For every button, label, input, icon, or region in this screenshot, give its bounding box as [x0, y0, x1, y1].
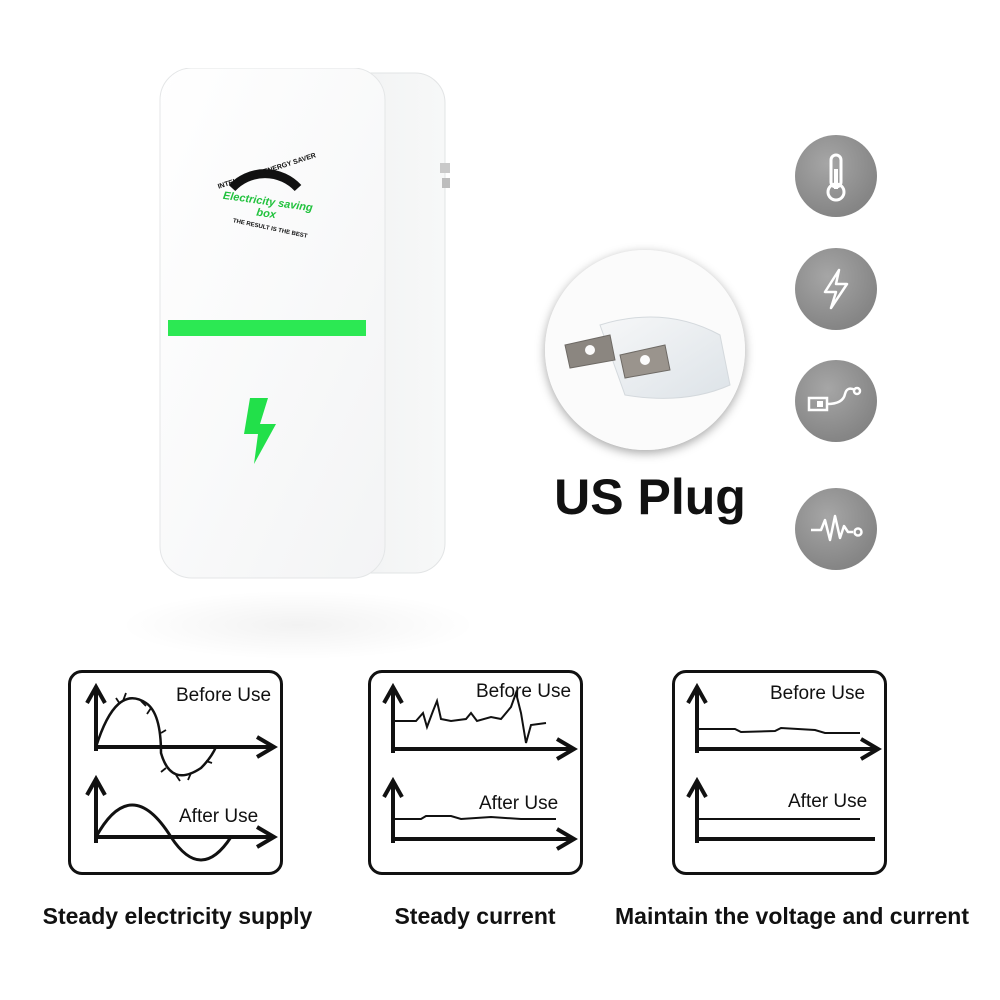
lightning-bolt-logo — [244, 398, 276, 464]
thermometer-icon — [826, 153, 846, 202]
panel-maintain-voltage: Before Use After Use — [672, 670, 887, 875]
usb-cable-icon — [807, 386, 862, 412]
usb-cable-feature — [795, 360, 877, 442]
before-label: Before Use — [476, 681, 572, 702]
panel-steady-supply: Before Use After Use — [68, 670, 283, 875]
after-label: After Use — [179, 806, 259, 827]
plug-label: US Plug — [554, 469, 746, 525]
panel-steady-current: Before Use After Use — [368, 670, 583, 875]
energy-saver-device: INTELLIGENT ENERGY SAVER Electricity sav… — [150, 67, 456, 588]
waveform-feature — [795, 488, 877, 570]
caption-steady-supply: Steady electricity supply — [42, 903, 313, 929]
caption-maintain-voltage: Maintain the voltage and current — [615, 903, 969, 929]
lightning-icon — [823, 268, 849, 310]
waveform-comparison-graph — [85, 682, 278, 862]
caption-steady-current: Steady current — [394, 903, 556, 929]
after-label: After Use — [479, 793, 559, 814]
thermometer-feature — [795, 135, 877, 217]
voltage-comparison-graph — [686, 682, 882, 843]
lightning-feature — [795, 248, 877, 330]
waveform-icon — [811, 514, 863, 542]
us-plug-closeup — [545, 250, 745, 450]
current-comparison-graph — [382, 682, 578, 851]
before-label: Before Use — [176, 685, 272, 706]
before-label: Before Use — [770, 683, 866, 704]
after-label: After Use — [788, 791, 868, 812]
device-shadow — [118, 590, 478, 660]
